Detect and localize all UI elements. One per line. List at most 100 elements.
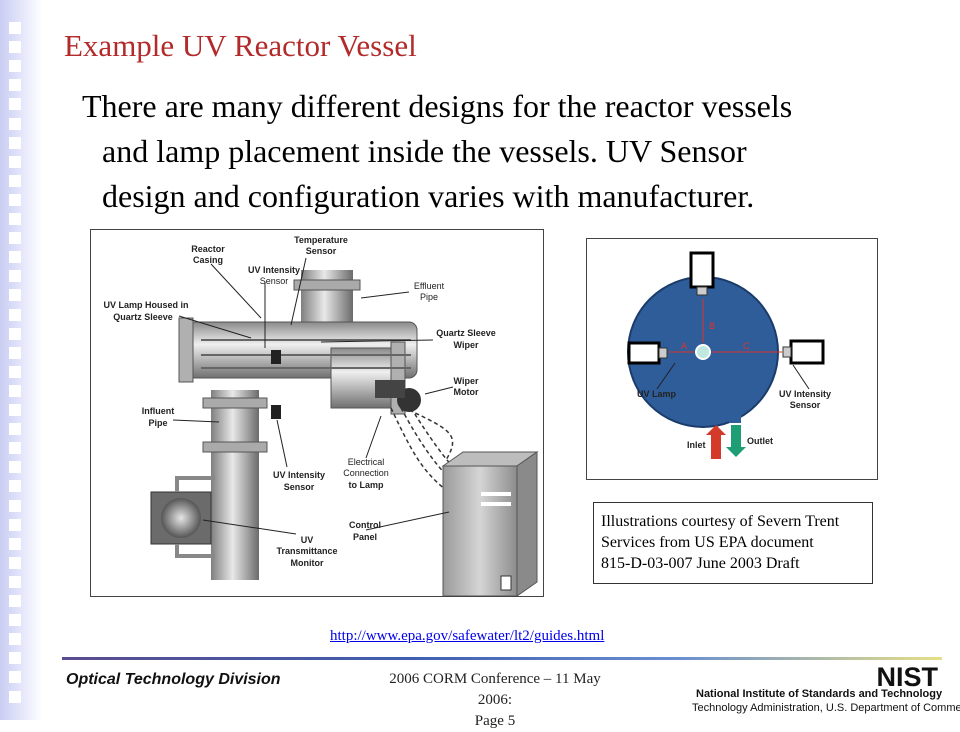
label-temperature-sensor-2: Sensor: [306, 246, 337, 256]
decorative-square: [9, 327, 21, 340]
label-reactor-casing-2: Casing: [193, 255, 223, 265]
decorative-square: [9, 480, 21, 493]
decorative-square: [9, 461, 21, 474]
decorative-square: [9, 136, 21, 149]
decorative-square: [9, 346, 21, 359]
outlet-arrow: [726, 425, 746, 457]
body-line-3: design and configuration varies with man…: [102, 178, 755, 214]
epa-guides-link[interactable]: http://www.epa.gov/safewater/lt2/guides.…: [330, 628, 605, 644]
label-effluent-1: Effluent: [414, 281, 445, 291]
label-uv-sensor-1: UV Intensity: [779, 389, 831, 399]
label-inlet: Inlet: [687, 440, 706, 450]
slide-title: Example UV Reactor Vessel: [64, 28, 417, 63]
decorative-square: [9, 671, 21, 684]
label-influent-1: Influent: [142, 406, 175, 416]
uv-lamp-box: [627, 341, 661, 365]
decorative-square: [9, 22, 21, 34]
decorative-square: [9, 537, 21, 550]
dim-c: C: [743, 341, 750, 351]
uv-sensor-bottom-shape: [271, 405, 281, 419]
label-temperature-sensor-1: Temperature: [294, 235, 348, 245]
label-uv-intensity-bottom-1: UV Intensity: [273, 470, 325, 480]
label-electrical-3: to Lamp: [349, 480, 385, 490]
decorative-square: [9, 41, 21, 54]
label-electrical-1: Electrical: [348, 457, 385, 467]
label-quartz-wiper-1: Quartz Sleeve: [436, 328, 496, 338]
decorative-left-bar: [0, 0, 42, 720]
label-lamp-housed-2: Quartz Sleeve: [113, 312, 173, 322]
label-outlet: Outlet: [747, 436, 773, 446]
dim-b: B: [709, 321, 715, 331]
decorative-square: [9, 79, 21, 92]
label-control-panel-2: Panel: [353, 532, 377, 542]
decorative-square: [9, 595, 21, 607]
credit-line-3: 815-D-03-007 June 2003 Draft: [601, 555, 800, 572]
credit-line-2: Services from US EPA document: [601, 534, 814, 551]
conference-info: 2006 CORM Conference – 11 May 2006: Page…: [380, 669, 610, 732]
label-uv-intensity-bottom-2: Sensor: [284, 482, 315, 492]
label-wiper-motor-1: Wiper: [454, 376, 479, 386]
decorative-square: [9, 308, 21, 321]
top-port-box: [689, 251, 715, 289]
uv-sensor-top-shape: [271, 350, 281, 364]
decorative-square: [9, 384, 21, 397]
decorative-square: [9, 499, 21, 512]
decorative-square: [9, 213, 21, 225]
reactor-vessel-illustration: Reactor Casing Temperature Sensor UV Int…: [90, 229, 544, 597]
decorative-square: [9, 423, 21, 436]
page-number: Page 5: [474, 713, 516, 729]
decorative-square: [9, 289, 21, 302]
label-uvt-monitor-2: Transmittance: [276, 546, 337, 556]
label-electrical-2: Connection: [343, 468, 389, 478]
nist-logo-text: NIST: [876, 664, 938, 688]
influent-pipe-shape: [211, 390, 259, 580]
inlet-arrow: [706, 425, 726, 459]
decorative-square: [9, 60, 21, 73]
decorative-square: [9, 98, 21, 111]
label-quartz-wiper-2: Wiper: [454, 340, 479, 350]
body-line-2: and lamp placement inside the vessels. U…: [102, 133, 747, 169]
decorative-square: [9, 117, 21, 130]
decorative-square: [9, 652, 21, 665]
body-line-1: There are many different designs for the…: [82, 88, 793, 124]
decorative-square: [9, 556, 21, 569]
control-panel-shape: [442, 465, 518, 596]
label-uv-intensity-top-2: Sensor: [260, 276, 289, 286]
label-effluent-2: Pipe: [420, 292, 438, 302]
label-wiper-motor-2: Motor: [454, 387, 479, 397]
decorative-square: [9, 365, 21, 378]
decorative-square: [9, 251, 21, 264]
decorative-square: [9, 174, 21, 187]
decorative-square: [9, 270, 21, 283]
decorative-square: [9, 193, 21, 206]
decorative-square: [9, 690, 21, 703]
slide-body-text: There are many different designs for the…: [82, 84, 932, 219]
label-uvt-monitor-3: Monitor: [291, 558, 324, 568]
decorative-square: [9, 575, 21, 588]
label-control-panel-1: Control: [349, 520, 381, 530]
vessel-cross-section-diagram: B A C UV Lamp UV Intensity Sensor Inlet …: [586, 238, 878, 480]
label-uv-lamp: UV Lamp: [637, 389, 677, 399]
nist-logo: NIST: [800, 662, 940, 693]
decorative-square: [9, 155, 21, 168]
label-uv-intensity-top-1: UV Intensity: [248, 265, 300, 275]
uv-sensor-box: [789, 339, 825, 365]
decorative-square: [9, 232, 21, 245]
decorative-square: [9, 633, 21, 646]
nist-full-name: National Institute of Standards and Tech…: [696, 688, 943, 700]
illustration-credit: Illustrations courtesy of Severn Trent S…: [593, 502, 873, 584]
label-lamp-housed-1: UV Lamp Housed in: [103, 300, 188, 310]
label-uvt-monitor-1: UV: [301, 535, 314, 545]
footer-rule: [62, 657, 942, 660]
dim-a: A: [681, 341, 687, 351]
nist-subtitle: Technology Administration, U.S. Departme…: [692, 702, 960, 714]
label-uv-sensor-2: Sensor: [790, 400, 821, 410]
center-lamp: [695, 344, 711, 360]
decorative-square: [9, 404, 21, 416]
label-influent-2: Pipe: [148, 418, 167, 428]
label-reactor-casing-1: Reactor: [191, 244, 225, 254]
conference-line: 2006 CORM Conference – 11 May 2006:: [389, 671, 601, 708]
decorative-square: [9, 442, 21, 455]
credit-line-1: Illustrations courtesy of Severn Trent: [601, 513, 840, 530]
division-name: Optical Technology Division: [66, 671, 281, 688]
